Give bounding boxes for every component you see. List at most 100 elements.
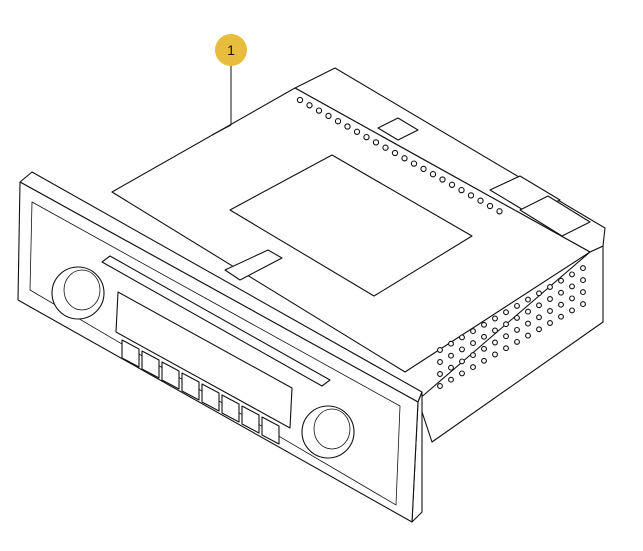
vent-hole bbox=[547, 308, 553, 314]
connector-block bbox=[377, 117, 419, 141]
vent-hole bbox=[503, 321, 509, 328]
vent-hole bbox=[372, 139, 380, 146]
vent-hole bbox=[536, 302, 542, 309]
faceplate bbox=[17, 171, 423, 523]
vent-hole bbox=[448, 340, 454, 347]
vent-hole bbox=[437, 371, 443, 377]
vent-hole bbox=[315, 107, 323, 114]
vent-hole bbox=[334, 118, 342, 125]
vent-hole bbox=[363, 133, 370, 141]
callout-leader-line bbox=[211, 124, 232, 136]
vent-hole bbox=[492, 351, 498, 358]
vent-hole bbox=[558, 301, 564, 308]
preset-button bbox=[261, 416, 280, 445]
vent-hole bbox=[580, 301, 586, 308]
top-label-area bbox=[229, 154, 473, 297]
callout-badge bbox=[215, 34, 247, 66]
vent-hole bbox=[492, 339, 498, 346]
vent-hole bbox=[492, 315, 498, 322]
vent-hole bbox=[470, 352, 476, 359]
vent-hole bbox=[536, 314, 542, 321]
vent-hole bbox=[580, 277, 586, 284]
eject-tab bbox=[224, 249, 283, 281]
vent-hole bbox=[391, 149, 399, 157]
vent-hole bbox=[420, 165, 427, 173]
vent-hole bbox=[344, 123, 351, 130]
preset-button bbox=[221, 394, 240, 423]
vent-hole bbox=[296, 96, 304, 104]
vent-hole bbox=[459, 358, 465, 365]
left-volume-knob bbox=[51, 266, 105, 320]
preset-button bbox=[201, 383, 220, 412]
vent-hole bbox=[569, 283, 575, 290]
vent-hole bbox=[459, 334, 465, 341]
vent-hole bbox=[547, 320, 553, 326]
vent-holes bbox=[296, 96, 586, 389]
preset-buttons bbox=[121, 339, 280, 445]
vent-hole bbox=[353, 128, 361, 135]
vent-hole bbox=[514, 314, 520, 321]
left-knob-cap bbox=[63, 269, 101, 311]
vent-hole bbox=[306, 102, 313, 109]
callout-label: 1 bbox=[227, 42, 235, 58]
vent-hole bbox=[467, 192, 475, 199]
preset-button bbox=[141, 350, 160, 379]
vent-hole bbox=[477, 197, 484, 204]
right-tuning-knob bbox=[301, 405, 355, 459]
vent-hole bbox=[503, 345, 509, 352]
vent-hole bbox=[448, 376, 454, 383]
vent-hole bbox=[448, 181, 456, 188]
vent-hole bbox=[325, 112, 332, 120]
vent-hole bbox=[437, 383, 443, 389]
vent-hole bbox=[429, 171, 437, 178]
vent-hole bbox=[514, 338, 520, 345]
vent-hole bbox=[569, 295, 575, 302]
vent-hole bbox=[547, 284, 553, 290]
vent-hole bbox=[439, 176, 446, 183]
preset-button bbox=[121, 339, 140, 368]
vent-hole bbox=[580, 289, 586, 296]
vent-hole bbox=[481, 333, 487, 340]
vent-hole bbox=[448, 364, 454, 371]
vent-hole bbox=[558, 277, 564, 284]
vent-hole bbox=[492, 327, 498, 334]
cd-slot bbox=[101, 255, 331, 387]
vent-hole bbox=[496, 208, 503, 215]
preset-button bbox=[161, 361, 180, 390]
preset-button bbox=[181, 372, 200, 401]
vent-hole bbox=[382, 144, 389, 151]
vent-hole bbox=[437, 359, 443, 365]
vent-hole bbox=[401, 155, 408, 162]
vent-hole bbox=[410, 160, 418, 167]
vent-hole bbox=[514, 326, 520, 333]
right-knob-cap bbox=[313, 408, 351, 450]
vent-hole bbox=[525, 296, 531, 303]
callout-1: 1 bbox=[211, 34, 247, 136]
vent-hole bbox=[536, 290, 542, 297]
vent-hole bbox=[558, 289, 564, 296]
vent-hole bbox=[481, 357, 487, 364]
vent-hole bbox=[448, 352, 454, 359]
connector-block bbox=[519, 195, 591, 237]
vent-hole bbox=[470, 364, 476, 371]
vent-hole bbox=[459, 370, 465, 377]
vent-hole bbox=[470, 328, 476, 335]
vent-hole bbox=[503, 333, 509, 340]
vent-hole bbox=[569, 307, 575, 314]
vent-hole bbox=[525, 320, 531, 327]
faceplate-inner-border bbox=[29, 201, 401, 506]
vent-hole bbox=[536, 326, 542, 333]
vent-hole bbox=[503, 309, 509, 316]
vent-hole bbox=[580, 265, 586, 272]
vent-hole bbox=[481, 345, 487, 352]
radio-body bbox=[111, 67, 606, 443]
vent-hole bbox=[514, 302, 520, 309]
vent-hole bbox=[486, 202, 494, 210]
vent-hole bbox=[481, 321, 487, 328]
vent-hole bbox=[458, 186, 465, 194]
vent-hole bbox=[525, 332, 531, 339]
preset-button bbox=[241, 405, 260, 434]
vent-hole bbox=[525, 308, 531, 315]
vent-hole bbox=[437, 347, 443, 353]
